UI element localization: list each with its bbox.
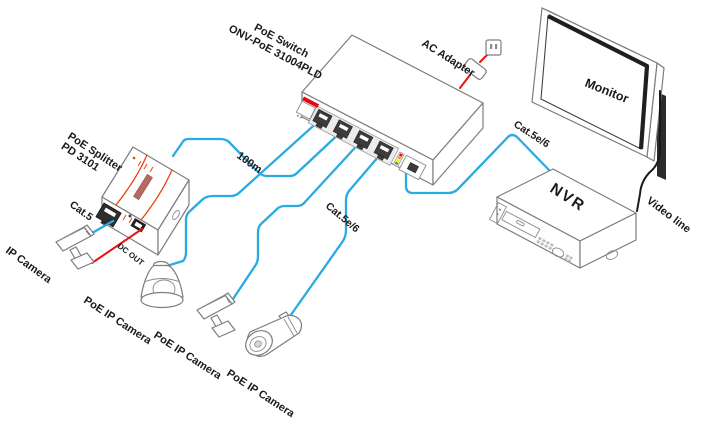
switch-port-1 <box>312 108 333 129</box>
data-cables <box>168 116 551 321</box>
nvr-jog-dial <box>551 247 565 258</box>
poe-camera-bullet <box>196 292 236 338</box>
poe-switch <box>295 34 484 186</box>
nvr-power-button <box>498 208 501 211</box>
cylinder-lens <box>254 340 262 348</box>
nvr-right-face <box>579 212 637 269</box>
brand-logo <box>302 96 320 108</box>
camera-base <box>70 252 95 270</box>
adapter-brick <box>463 58 487 80</box>
switch-port-3 <box>353 130 374 151</box>
poe-splitter <box>95 146 190 256</box>
label-poe-ip-camera-3: PoE IP Camera <box>224 367 297 420</box>
video-cable <box>636 90 661 212</box>
label-video-line: Video line <box>644 195 693 236</box>
switch-led-strip <box>392 151 405 168</box>
splitter-side-clip <box>172 210 180 220</box>
ip-camera-bullet <box>55 224 95 270</box>
cable-switch-to-cylinder-camera <box>286 148 386 321</box>
camera-base <box>211 320 236 338</box>
splitter-right-face <box>157 179 190 256</box>
label-cat5e6-nvr: Cat.5e/6 <box>511 118 551 150</box>
indicator-dot <box>297 115 299 117</box>
dome-base <box>140 291 184 309</box>
cable-switch-to-nvr <box>404 133 551 195</box>
cable-switch-to-dome-camera <box>168 116 324 267</box>
monitor-screen-shadow <box>547 14 650 150</box>
nvr-dvd-eject <box>516 220 525 227</box>
label-poe-ip-camera-2: PoE IP Camera <box>151 329 224 382</box>
nvr-ir-sensor <box>496 212 499 216</box>
label-cat5e6-camera: Cat.5e/6 <box>323 200 362 235</box>
label-ac-adapter: AC Adapter <box>419 37 477 79</box>
splitter-label-strip <box>133 173 153 201</box>
power-cable-switch-side <box>459 74 471 89</box>
label-cat5: Cat.5 <box>67 199 95 224</box>
switch-port-4 <box>373 140 394 161</box>
label-ip-camera: IP Camera <box>3 245 54 287</box>
dome-bell <box>140 264 184 298</box>
poe-camera-cylinder <box>245 311 303 357</box>
nvr-side-vent <box>605 250 619 260</box>
indicator-dot <box>300 116 302 119</box>
switch-left-panel <box>295 100 317 120</box>
splitter-rj45-port <box>95 202 122 228</box>
nvr <box>489 168 637 269</box>
splitter-led <box>128 214 132 218</box>
switch-rj45-ports <box>312 108 394 161</box>
nvr-button-grid <box>536 236 554 251</box>
switch-port-2 <box>332 119 353 140</box>
nvr-power-panel <box>489 202 507 225</box>
cable-splitter-dc-out <box>91 228 143 264</box>
power-plug <box>485 39 502 56</box>
ac-adapter <box>459 39 502 89</box>
switch-faceplate <box>295 96 427 181</box>
nvr-usb-ports <box>564 254 573 263</box>
poe-camera-dome <box>140 260 184 309</box>
nvr-front-panel <box>489 202 573 263</box>
cable-switch-to-bullet-camera <box>231 137 365 301</box>
cable-switch-to-splitter <box>171 128 345 178</box>
nvr-dvd-drive <box>501 210 541 238</box>
switch-uplink-port <box>398 154 427 181</box>
switch-right-face <box>432 102 484 186</box>
label-100m: 100m <box>234 150 264 176</box>
